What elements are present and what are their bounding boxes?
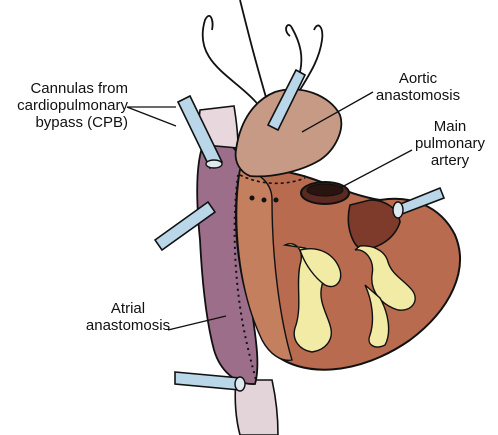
cannula-rings <box>205 159 404 392</box>
label-aortic-line2: anastomosis <box>375 87 461 104</box>
coronary-fat <box>282 243 416 353</box>
ventricle-shadow <box>235 169 293 362</box>
label-cannulas-line2: cardiopulmonary <box>17 97 128 114</box>
label-atrial-line1: Atrial <box>110 300 146 317</box>
leader-lines <box>126 91 413 331</box>
label-atrial-line2: anastomosis <box>85 317 171 334</box>
label-aortic-line1: Aortic <box>398 70 438 87</box>
label-cannulas-line1: Cannulas from <box>30 80 128 97</box>
label-aortic-anastomosis: Aortic anastomosis <box>363 70 473 104</box>
label-cannulas-line3: bypass (CPB) <box>35 114 128 131</box>
label-atrial-anastomosis: Atrial anastomosis <box>78 300 178 334</box>
aorta <box>234 88 343 178</box>
label-pulmonary-line3: artery <box>430 152 470 169</box>
label-pulmonary-line2: pulmonary <box>414 135 486 152</box>
left-atrial-appendage <box>347 199 401 251</box>
aortic-suture-knots <box>249 195 279 203</box>
label-pulmonary-line1: Main <box>433 118 467 135</box>
inferior-vena-cava <box>234 379 279 435</box>
aortic-suture-line <box>239 174 306 185</box>
label-cannulas: Cannulas from cardiopulmonary bypass (CP… <box>4 80 128 131</box>
label-main-pulmonary-artery: Main pulmonary artery <box>408 118 492 169</box>
